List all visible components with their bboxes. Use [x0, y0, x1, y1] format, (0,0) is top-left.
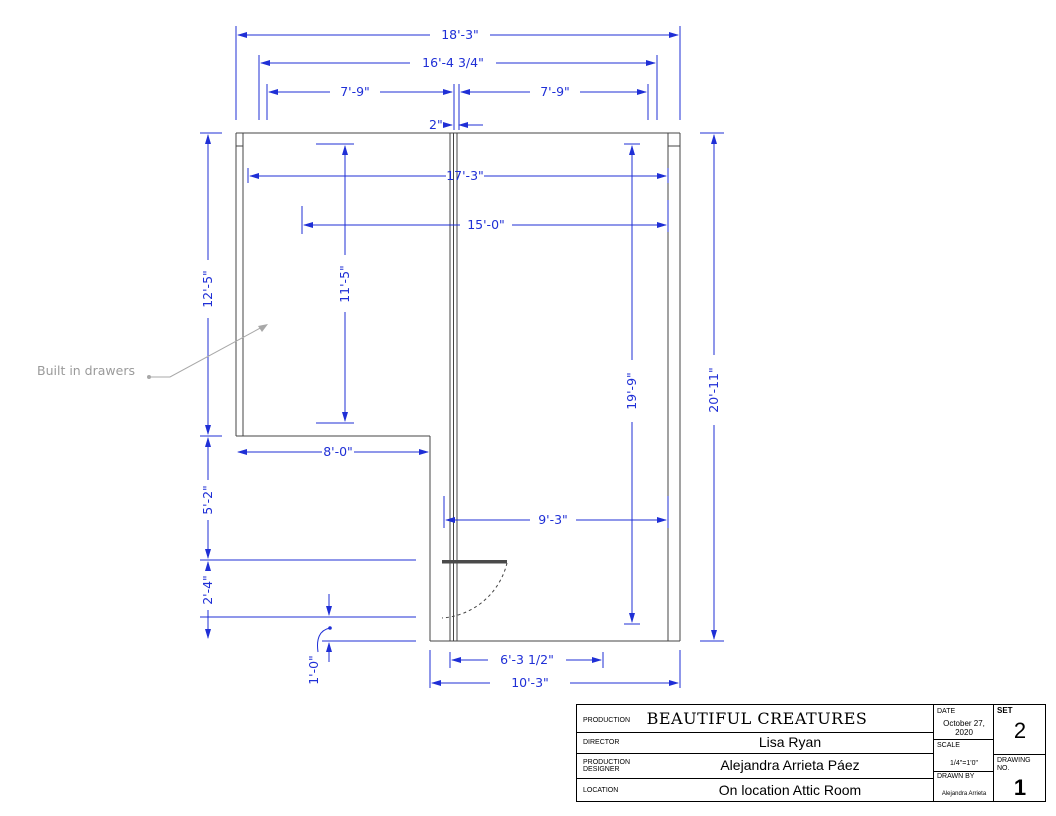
drawers-note-text: Built in drawers: [37, 363, 135, 378]
title-block: PRODUCTION BEAUTIFUL CREATURES DIRECTOR …: [576, 704, 1046, 802]
date-line-1: October 27,: [943, 719, 985, 728]
dim-drawer-depth: 11'-5": [337, 265, 352, 303]
dim-left-low-height: 2'-4": [200, 575, 215, 605]
dim-step-height: 1'-0": [306, 655, 321, 685]
drawers-note-leader: [149, 325, 265, 378]
drawing-no-label-2: NO.: [997, 765, 1010, 772]
set-column: SET 2 DRAWING NO. 1: [993, 705, 1046, 801]
scale-value: 1/4"=1'0": [950, 760, 978, 767]
title-row-production: PRODUCTION BEAUTIFUL CREATURES: [577, 705, 933, 733]
door-swing: [441, 562, 508, 619]
dim-upper-clear-width: 17'-3": [446, 168, 484, 183]
step-leader: [317, 627, 331, 653]
drawers-note-arrow: [258, 324, 268, 332]
title-row-designer: PRODUCTION DESIGNER Alejandra Arrieta Pá…: [577, 753, 933, 779]
scale-label: SCALE: [937, 742, 960, 749]
walls: [235, 132, 681, 642]
dim-inner-width: 16'-4 3/4": [422, 55, 484, 70]
dim-overall-height: 20'-11": [706, 367, 721, 413]
dim-lower-width: 10'-3": [511, 675, 549, 690]
date-line-2: 2020: [955, 728, 973, 737]
production-title: BEAUTIFUL CREATURES: [646, 709, 868, 728]
step-leader-dot: [328, 626, 332, 630]
dim-door-offset: 6'-3 1/2": [500, 652, 554, 667]
director-label: DIRECTOR: [583, 739, 620, 746]
dim-right-height: 19'-9": [624, 372, 639, 410]
door-leaf: [442, 560, 507, 564]
dim-overall-width: 18'-3": [441, 27, 479, 42]
meta-column: DATE October 27, 2020 SCALE 1/4"=1'0" DR…: [933, 705, 994, 801]
location-name: On location Attic Room: [718, 782, 862, 798]
title-row-director: DIRECTOR Lisa Ryan: [577, 732, 933, 754]
designer-name: Alejandra Arrieta Páez: [720, 757, 860, 773]
drawn-by-label: DRAWN BY: [937, 773, 975, 780]
drawing-number: 1: [1013, 775, 1027, 800]
drawers-note: Built in drawers: [37, 324, 268, 379]
dimension-lines-vertical: [200, 132, 724, 662]
dimension-labels: 18'-3" 16'-4 3/4" 7'-9" 7'-9" 2" 17'-3" …: [200, 27, 721, 690]
dim-partition: 2": [429, 117, 443, 132]
designer-label-2: DESIGNER: [583, 766, 620, 773]
director-name: Lisa Ryan: [758, 734, 822, 750]
dim-right-bay: 7'-9": [540, 84, 570, 99]
production-label: PRODUCTION: [583, 717, 631, 724]
title-row-location: LOCATION On location Attic Room: [577, 778, 933, 801]
dimension-lines: [235, 26, 681, 688]
dim-notch-width: 8'-0": [323, 444, 353, 459]
dim-left-bay: 7'-9": [340, 84, 370, 99]
designer-label-1: PRODUCTION: [583, 759, 631, 766]
dim-drawer-width: 15'-0": [467, 217, 505, 232]
drawing-no-label-1: DRAWING: [997, 757, 1031, 764]
door: [429, 560, 508, 619]
dim-left-upper-height: 12'-5": [200, 270, 215, 308]
drawn-by-value: Alejandra Arrieta: [941, 791, 987, 797]
dim-right-lower-width: 9'-3": [538, 512, 568, 527]
date-label: DATE: [937, 708, 956, 715]
set-label: SET: [997, 706, 1013, 715]
floor-plan: 18'-3" 16'-4 3/4" 7'-9" 7'-9" 2" 17'-3" …: [37, 26, 724, 690]
location-label: LOCATION: [583, 787, 619, 794]
dim-left-mid-height: 5'-2": [200, 485, 215, 515]
set-number: 2: [1013, 718, 1027, 743]
